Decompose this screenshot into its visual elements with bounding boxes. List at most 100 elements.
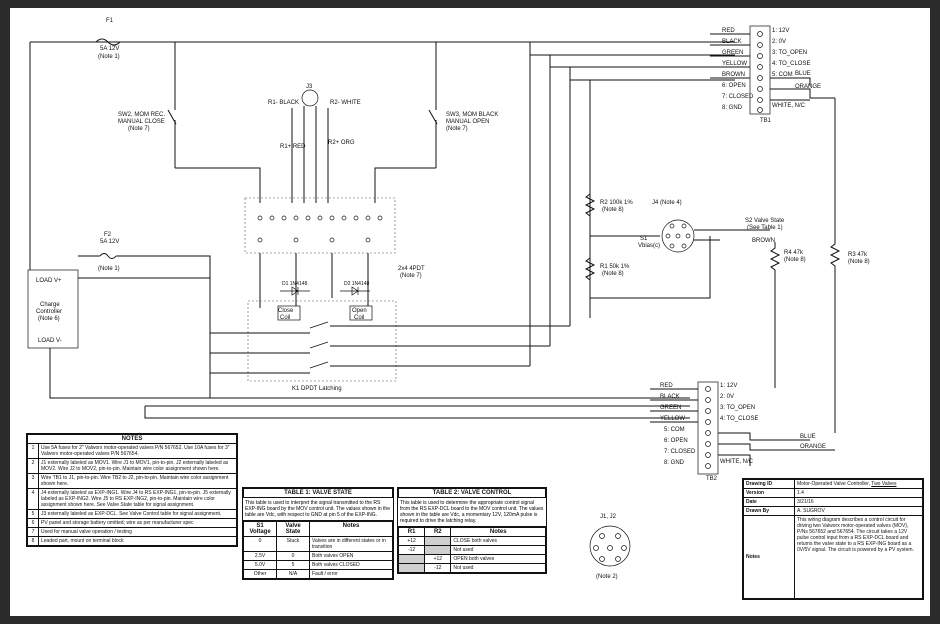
tb-version-label: Version (743, 488, 795, 498)
notes-row-text: Used for manual valve operation / testin… (38, 527, 237, 537)
table1-header-state: Valve State (276, 521, 310, 537)
tb1-labels-wire-label: BLACK (722, 39, 742, 45)
tb-notes-label: Notes (743, 515, 795, 599)
fuse-f2-name: F2 (104, 232, 112, 238)
table2-cell: -12 (397, 545, 426, 555)
diode-d2 (340, 286, 370, 296)
tb1-labels-term-label: 4: TO_CLOSE (772, 61, 811, 67)
tb-drawing-id-text: Motor-Operated Valve Controller, (797, 481, 872, 487)
notes-row-number: 2 (27, 458, 39, 474)
title-block: Drawing ID Motor-Operated Valve Controll… (742, 478, 924, 600)
resistor-r2 (584, 193, 596, 217)
s2-label-2: (See Table 1) (747, 225, 783, 231)
fuse-f1-rating: 5A 12V (100, 46, 119, 52)
table2-cell (424, 545, 452, 555)
tb2-labels-left-term-label: 7: CLOSED (664, 449, 696, 455)
table2-cell: Not used (450, 563, 546, 573)
k1-open-coil (349, 305, 373, 321)
k1-name: K1 DPDT Latching (292, 386, 342, 392)
table1-cell: Fault / error (309, 569, 393, 579)
tb1-labels-left-term-label: 8: GND (722, 105, 743, 111)
notes-row-text: PV panel and storage battery omitted; wi… (38, 518, 237, 528)
fuse-f2-wire (78, 255, 211, 278)
k1-close-label-1: Close (278, 308, 294, 314)
j4-out-wires (694, 229, 770, 241)
r2-label-2: (Note 8) (602, 207, 624, 213)
tb2-labels-wire-label: RED (660, 383, 673, 389)
table1-header-notes: Notes (309, 521, 393, 537)
sw2-switch (167, 42, 177, 168)
switch-to-relay-wires (175, 167, 436, 203)
tb1-right-wires (770, 77, 835, 101)
j3-r1p-label: R1+ RED (280, 144, 306, 150)
table1-cell: 5 (276, 560, 310, 570)
table2-cell (397, 563, 426, 573)
table-valve-state: TABLE 1: VALVE STATE This table is used … (242, 487, 394, 580)
tb-drawn-label: Drawn By (743, 506, 795, 516)
fuse-f1-symbol (95, 38, 121, 46)
tb1-block (749, 25, 771, 115)
tb2-labels-term-label: 3: TO_OPEN (720, 405, 756, 411)
table2-cell (397, 554, 426, 564)
r4-label-2: (Note 8) (784, 257, 806, 263)
table2-header-notes: Notes (450, 527, 546, 537)
s2-label-3: BROWN (752, 238, 775, 244)
resistor-r3 (829, 98, 841, 433)
r2-label-1: R2 100k 1% (600, 200, 633, 206)
notes-row-number: 1 (27, 443, 39, 459)
tb1-labels-wire-label: GREEN (722, 50, 744, 56)
s2-label-1: S2 Valve State (745, 218, 785, 224)
tb-notes: This wiring diagram describes a control … (794, 515, 923, 599)
sw3-switch (428, 42, 438, 168)
sw2-label-3: (Note 7) (128, 126, 150, 132)
table1-cell: 5.0V (242, 560, 278, 570)
notes-row-number: 5 (27, 509, 39, 519)
wiring-diagram: F1 5A 12V (Note 1) SW2, MOM REC. MANUAL … (27, 18, 870, 580)
tb1-riser-wires (529, 42, 591, 366)
k1-close-coil (277, 305, 301, 321)
tb2-labels-right-label: ORANGE (800, 444, 827, 450)
notes-row-number: 4 (27, 488, 39, 510)
tb1-feed-wires (530, 54, 735, 81)
cc-label-2: Controller (36, 309, 62, 315)
notes-row-text: J3 externally labeled as EXP-DCL. See Va… (38, 509, 237, 519)
relay-to-k1-wires (259, 253, 369, 308)
cc-label-3: (Note 6) (38, 316, 60, 322)
j4-name: J4 (Note 4) (652, 200, 682, 206)
sw3-label-2: MANUAL OPEN (446, 119, 489, 125)
notes-row-text: Leaded part, mount on terminal block (38, 536, 237, 546)
notes-row-text: J1 externally labeled as MOV1. Wire J1 t… (38, 458, 237, 474)
tb-drawing-id-underline: Two Valves (871, 481, 897, 487)
k1-open-label-2: Coil (354, 315, 364, 321)
tb1-labels-wire-label: RED (722, 28, 735, 34)
tb1-name: TB1 (760, 118, 772, 124)
r-network-wires (590, 235, 711, 299)
tb2-labels-term-label: 2: 0V (720, 394, 735, 400)
table2-cell: -12 (424, 563, 452, 573)
relay-contacts (257, 215, 383, 243)
diode-d1 (280, 286, 310, 296)
notes-row-number: 3 (27, 473, 39, 489)
j4-s1: S1 (640, 236, 648, 242)
table1-intro: This table is used to interpret the sign… (243, 498, 393, 521)
j3-wires (291, 106, 329, 203)
tb2-labels-term-label: 4: TO_CLOSE (720, 416, 759, 422)
r1-label-2: (Note 8) (602, 271, 624, 277)
table1-cell: 2.5V (242, 551, 278, 561)
table2-header-r2: R2 (424, 527, 452, 537)
table2-cell: +12 (397, 536, 426, 546)
tb2-labels-right-label: WHITE, N/C (720, 459, 753, 465)
table2-intro: This table is used to determine the appr… (398, 498, 546, 527)
fuse-f2-symbol (99, 253, 117, 259)
